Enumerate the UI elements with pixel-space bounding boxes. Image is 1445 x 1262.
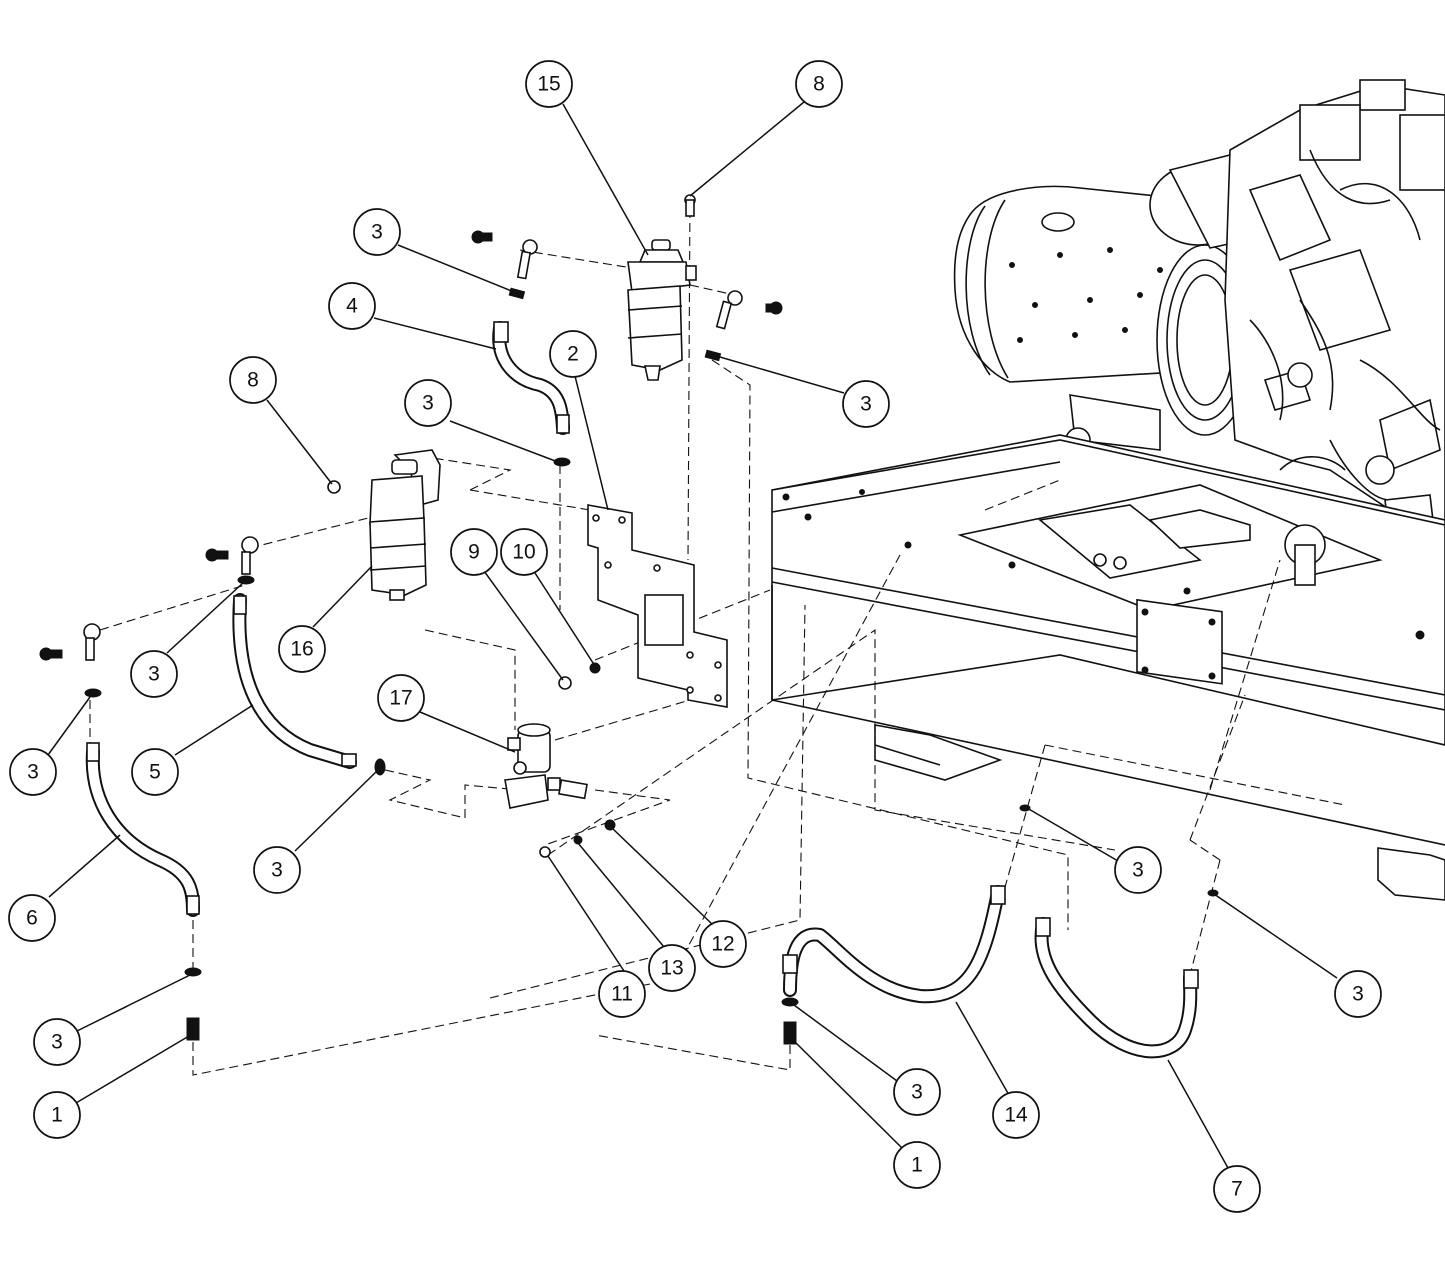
callout-1: 1 bbox=[893, 1141, 941, 1189]
callout-7: 7 bbox=[1213, 1165, 1261, 1213]
svg-text:3: 3 bbox=[27, 761, 39, 784]
base-frame bbox=[771, 434, 1445, 901]
engine-generator-assembly bbox=[953, 79, 1445, 586]
callout-10: 10 bbox=[500, 528, 548, 576]
callout-3: 3 bbox=[842, 380, 890, 428]
svg-text:3: 3 bbox=[422, 392, 434, 415]
svg-text:9: 9 bbox=[468, 541, 480, 564]
callout-3: 3 bbox=[1114, 846, 1162, 894]
callout-3: 3 bbox=[353, 208, 401, 256]
fuel-valve bbox=[504, 723, 588, 809]
callout-15: 15 bbox=[525, 60, 573, 108]
svg-text:15: 15 bbox=[537, 73, 560, 96]
callout-3: 3 bbox=[130, 650, 178, 698]
fuel-hoses bbox=[85, 321, 1199, 1059]
banjo-fittings bbox=[39, 194, 797, 1045]
svg-text:3: 3 bbox=[860, 393, 872, 416]
callout-1: 1 bbox=[33, 1091, 81, 1139]
svg-text:16: 16 bbox=[290, 638, 313, 661]
fuel-filter-lower bbox=[369, 449, 441, 601]
svg-text:3: 3 bbox=[271, 859, 283, 882]
svg-text:8: 8 bbox=[247, 369, 259, 392]
callout-16: 16 bbox=[278, 625, 326, 673]
svg-text:3: 3 bbox=[148, 663, 160, 686]
svg-text:5: 5 bbox=[149, 761, 161, 784]
svg-text:11: 11 bbox=[611, 983, 633, 1006]
svg-text:8: 8 bbox=[813, 73, 825, 96]
callout-6: 6 bbox=[8, 894, 56, 942]
assembly-dashed-lines bbox=[89, 194, 1346, 1076]
callout-8: 8 bbox=[229, 356, 277, 404]
svg-text:3: 3 bbox=[911, 1081, 923, 1104]
svg-text:12: 12 bbox=[711, 933, 734, 956]
callout-11: 11 bbox=[598, 970, 646, 1018]
svg-text:2: 2 bbox=[567, 343, 579, 366]
callout-3: 3 bbox=[404, 379, 452, 427]
callout-3: 3 bbox=[893, 1068, 941, 1116]
callout-3: 3 bbox=[33, 1018, 81, 1066]
svg-text:3: 3 bbox=[1132, 859, 1144, 882]
callout-12: 12 bbox=[699, 920, 747, 968]
svg-text:1: 1 bbox=[911, 1154, 923, 1177]
callout-4: 4 bbox=[328, 282, 376, 330]
callout-9: 9 bbox=[450, 528, 498, 576]
svg-text:3: 3 bbox=[1352, 983, 1364, 1006]
svg-text:14: 14 bbox=[1004, 1104, 1028, 1127]
mounting-bracket bbox=[587, 504, 728, 708]
callout-8: 8 bbox=[795, 60, 843, 108]
callout-14: 14 bbox=[992, 1091, 1040, 1139]
leader-lines bbox=[47, 101, 1338, 1169]
callout-3: 3 bbox=[9, 748, 57, 796]
svg-text:1: 1 bbox=[51, 1104, 63, 1127]
callout-3: 3 bbox=[1334, 970, 1382, 1018]
callout-3: 3 bbox=[253, 846, 301, 894]
callout-17: 17 bbox=[377, 674, 425, 722]
svg-text:3: 3 bbox=[51, 1031, 63, 1054]
fuel-filter-upper bbox=[627, 239, 697, 381]
svg-text:17: 17 bbox=[389, 687, 412, 710]
svg-text:10: 10 bbox=[512, 541, 535, 564]
callout-13: 13 bbox=[648, 944, 696, 992]
svg-text:3: 3 bbox=[371, 221, 383, 244]
svg-text:7: 7 bbox=[1231, 1178, 1243, 1201]
callout-2: 2 bbox=[549, 330, 597, 378]
svg-text:13: 13 bbox=[660, 957, 683, 980]
svg-text:6: 6 bbox=[26, 907, 38, 930]
svg-text:4: 4 bbox=[346, 295, 358, 318]
callout-5: 5 bbox=[131, 748, 179, 796]
